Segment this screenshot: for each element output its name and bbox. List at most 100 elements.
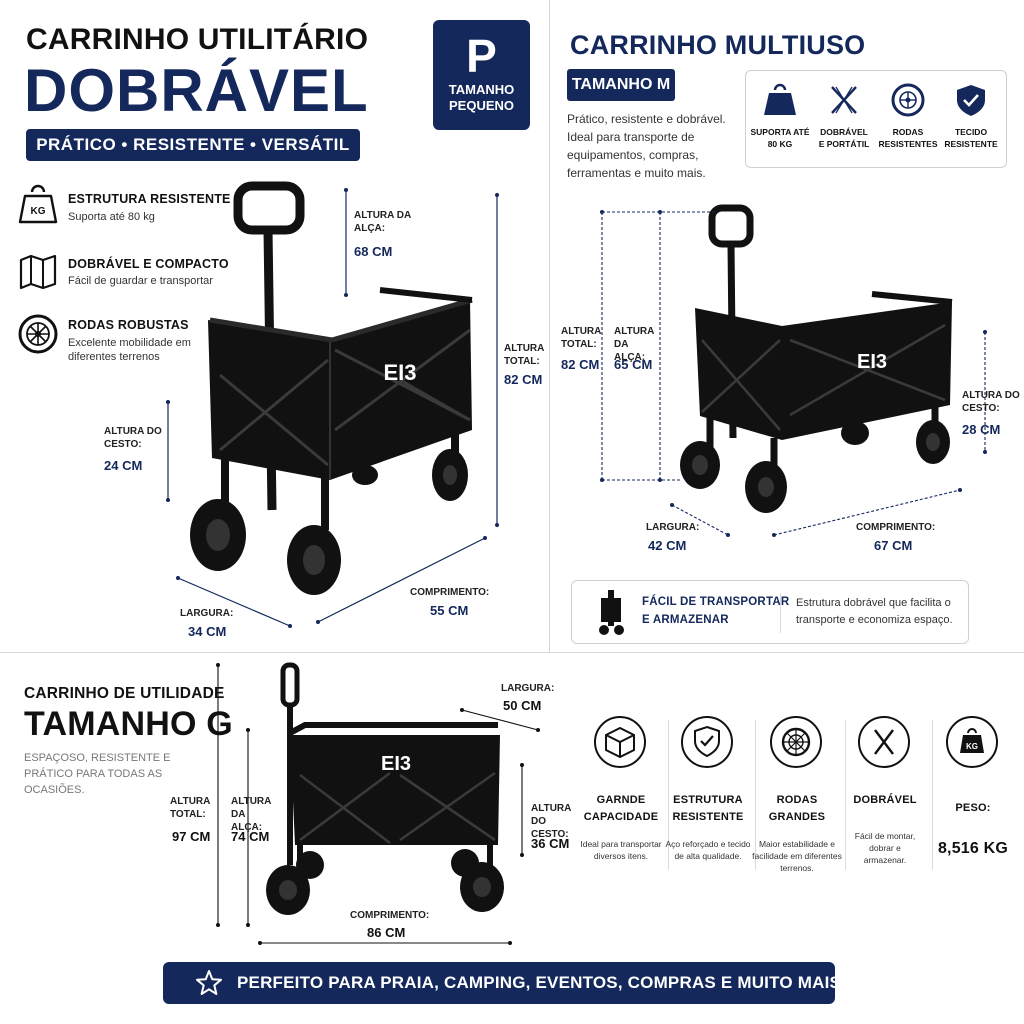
feature-large-wheels-t2: GRANDES xyxy=(768,811,826,823)
feature-foldable-desc: Fácil de guardar e transportar xyxy=(68,275,213,287)
dim-handle-value-m: 65 CM xyxy=(614,357,653,372)
dim-total-label-m: ALTURA TOTAL: xyxy=(561,326,601,350)
feature-medium-fabric-l2: RESISTENTE xyxy=(944,139,998,149)
easy-transport-title-l2: E ARMAZENAR xyxy=(642,614,729,626)
dim-handle-label-m: ALTURA DA ALÇA: xyxy=(614,326,654,363)
cart-large-logo-text: EI3 xyxy=(381,753,411,775)
large-title-line1: CARRINHO DE UTILIDADE xyxy=(24,685,225,702)
cart-medium-logo-text: EI3 xyxy=(857,351,887,373)
feature-large-capacity-circle xyxy=(594,716,646,768)
feature-large-capacity-desc: Ideal para transportar diversos itens. xyxy=(580,839,662,861)
dim-length-value-p: 55 CM xyxy=(430,603,469,618)
cart-logo-text: EI3 xyxy=(383,360,416,385)
dim-total-value-m: 82 CM xyxy=(561,357,600,372)
feature-large-weight-t1: PESO: xyxy=(955,802,991,814)
feature-large-capacity-t2: CAPACIDADE xyxy=(583,811,659,823)
feature-foldable-title: DOBRÁVEL E COMPACTO xyxy=(68,257,229,271)
size-letter: P xyxy=(466,30,497,82)
bottom-banner: PERFEITO PARA PRAIA, CAMPING, EVENTOS, C… xyxy=(163,962,847,1004)
dim-length-label-g: COMPRIMENTO: xyxy=(350,910,430,921)
dim-width-value-p: 34 CM xyxy=(188,624,227,639)
size-badge-line2: PEQUENO xyxy=(448,98,514,113)
dim-length-label-p: COMPRIMENTO: xyxy=(410,587,490,598)
cart-small-illustration: EI3 xyxy=(166,181,499,628)
cart-medium-illustration: EI3 xyxy=(600,204,987,537)
section-divider-horizontal xyxy=(0,652,1024,653)
dim-width-value-m: 42 CM xyxy=(648,538,687,553)
feature-large-structure-t2: RESISTENTE xyxy=(672,811,744,823)
easy-transport-box: FÁCIL DE TRANSPORTAR E ARMAZENAR Estrutu… xyxy=(571,580,969,644)
feature-structure: KG ESTRUTURA RESISTENTE Suporta até 80 k… xyxy=(18,184,248,234)
dim-basket-value-p: 24 CM xyxy=(104,458,143,473)
feature-medium-foldable: DOBRÁVEL E PORTÁTIL xyxy=(812,83,876,150)
feature-medium-weight-l2: 80 KG xyxy=(767,139,793,149)
feature-medium-wheels-l1: RODAS xyxy=(892,127,924,137)
dim-handle-label-g: ALTURA DA ALÇA: xyxy=(231,796,271,833)
dim-basket-value-m: 28 CM xyxy=(962,422,1001,437)
main-title-line2: DOBRÁVEL xyxy=(24,57,369,124)
feature-sep-4 xyxy=(932,720,933,870)
easy-transport-desc: Estrutura dobrável que facilita o transp… xyxy=(796,597,953,626)
fold-x-icon xyxy=(831,86,857,114)
dim-total-value-g: 97 CM xyxy=(172,829,211,844)
feature-large-capacity-t1: GARNDE xyxy=(596,794,646,806)
shield-check-icon xyxy=(957,85,985,116)
dim-length-label-m: COMPRIMENTO: xyxy=(856,522,936,533)
dim-basket-label-m: ALTURA DO CESTO: xyxy=(962,390,1020,414)
size-badge-line1: TAMANHO xyxy=(448,82,515,97)
feature-wheels: RODAS ROBUSTAS Excelente mobilidade em d… xyxy=(18,314,218,374)
feature-wheels-desc: Excelente mobilidade em diferentes terre… xyxy=(68,337,191,363)
dim-basket-label-p: ALTURA DO CESTO: xyxy=(104,426,162,450)
weight-kg-icon: KG xyxy=(960,728,984,753)
dim-width-label-m: LARGURA: xyxy=(646,522,700,533)
fold-x-icon xyxy=(874,729,894,755)
weight-kg-icon: KG xyxy=(18,184,58,224)
weight-icon xyxy=(764,83,796,115)
weight-kg-icon-text: KG xyxy=(31,206,46,217)
feature-large-wheels-desc: Maior estabilidade e facilidade em difer… xyxy=(752,839,842,873)
multiuso-description: Prático, resistente e dobrável. Ideal pa… xyxy=(567,112,726,180)
feature-structure-desc: Suporta até 80 kg xyxy=(68,211,155,223)
feature-medium-foldable-l2: E PORTÁTIL xyxy=(818,139,870,149)
feature-large-foldable-circle xyxy=(858,716,910,768)
feature-foldable: DOBRÁVEL E COMPACTO Fácil de guardar e t… xyxy=(18,252,248,302)
feature-large-wheels-t1: RODAS xyxy=(776,794,818,806)
size-badge-small: P TAMANHO PEQUENO xyxy=(433,20,530,130)
feature-medium-weight: SUPORTA ATÉ 80 KG xyxy=(750,83,810,150)
feature-large-weight-circle: KG xyxy=(946,716,998,768)
dim-width-value-g: 50 CM xyxy=(503,698,542,713)
wheel-icon xyxy=(781,727,811,757)
dim-handle-label-p: ALTURA DA ALÇA: xyxy=(354,210,411,234)
feature-large-foldable-t1: DOBRÁVEL xyxy=(853,794,917,806)
dim-length-value-m: 67 CM xyxy=(874,538,913,553)
size-pill-medium: TAMANHO M xyxy=(567,69,675,101)
feature-medium-foldable-l1: DOBRÁVEL xyxy=(820,127,868,137)
weight-kg-icon-text-g: KG xyxy=(966,742,978,751)
multiuso-title: CARRINHO MULTIUSO xyxy=(570,30,866,60)
dim-length-value-g: 86 CM xyxy=(367,925,406,940)
feature-medium-fabric: TECIDO RESISTENTE xyxy=(938,83,1004,150)
dim-handle-value-p: 68 CM xyxy=(354,244,393,259)
folded-cart-icon xyxy=(599,590,624,635)
feature-medium-weight-l1: SUPORTA ATÉ xyxy=(750,127,810,137)
dim-total-label-g: ALTURA TOTAL: xyxy=(170,796,210,820)
large-subtitle: ESPAÇOSO, RESISTENTE E PRÁTICO PARA TODA… xyxy=(24,752,171,796)
feature-wheels-title: RODAS ROBUSTAS xyxy=(68,318,189,332)
large-title-line2: TAMANHO G xyxy=(24,705,233,743)
dim-width-label-g: LARGURA: xyxy=(501,683,555,694)
cart-large-illustration: EI3 xyxy=(216,662,540,945)
feature-large-foldable-desc: Fácil de montar, dobrar e armazenar. xyxy=(854,831,916,865)
dim-basket-label-g: ALTURA DO CESTO: xyxy=(531,803,571,840)
feature-large-weight-value: 8,516 KG xyxy=(937,840,1009,857)
feature-large-structure-circle xyxy=(681,716,733,768)
easy-transport-sep xyxy=(780,593,781,633)
feature-sep-2 xyxy=(755,720,756,870)
feature-medium-fabric-l1: TECIDO xyxy=(954,127,988,137)
dim-handle-value-g: 74 CM xyxy=(231,829,270,844)
dim-total-value-p: 82 CM xyxy=(504,372,543,387)
tagline-pill: PRÁTICO • RESISTENTE • VERSÁTIL xyxy=(26,129,360,161)
feature-sep-1 xyxy=(668,720,669,870)
folded-map-icon xyxy=(19,254,57,290)
feature-large-structure-desc: Aço reforçado e tecido de alta qualidade… xyxy=(665,839,751,861)
feature-structure-title: ESTRUTURA RESISTENTE xyxy=(68,192,231,206)
